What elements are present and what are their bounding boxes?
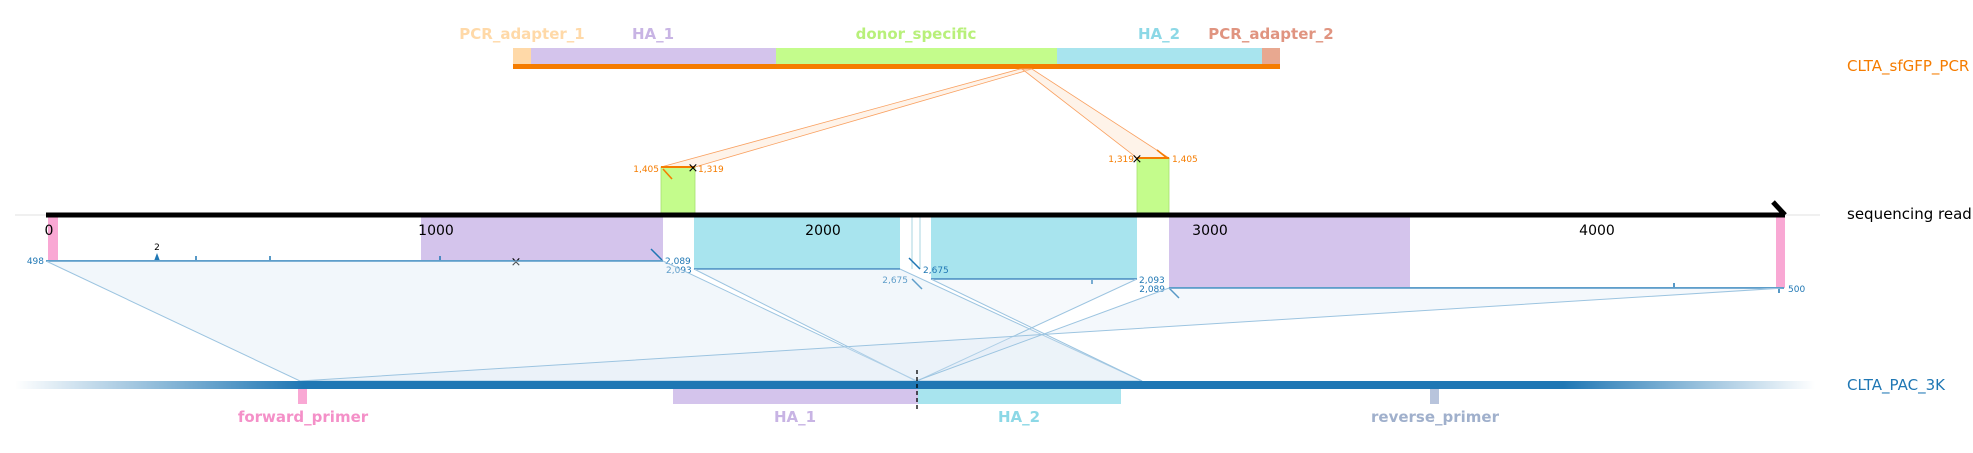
ha-2-box [1057, 48, 1262, 65]
pcr-adapter-1-box [513, 48, 531, 65]
reverse-primer-label: reverse_primer [1371, 408, 1500, 426]
ha-2-label: HA_2 [1138, 25, 1180, 43]
top-track: PCR_adapter_1 HA_1 donor_specific HA_2 P… [459, 25, 1969, 76]
bottom-track: forward_primer HA_1 HA_2 reverse_primer … [15, 370, 1946, 426]
ha-1-box [531, 48, 776, 65]
read-track-name: sequencing read [1847, 205, 1972, 223]
read-seg1-label-b: 2,093 [666, 266, 692, 276]
bottom-forward-primer-box [298, 389, 307, 404]
left-insert-block [660, 166, 696, 214]
tick-2000: 2000 [805, 223, 841, 239]
read-forward-primer-box [48, 217, 58, 261]
bottom-reverse-primer-box [1430, 389, 1439, 404]
bottom-connections [45, 260, 1785, 382]
cross-marker-right: × [1132, 152, 1143, 167]
bottom-track-line [15, 381, 1815, 389]
left-junction-label-a: 1,405 [633, 165, 659, 175]
top-track-line [513, 64, 1280, 69]
read-peak-label: 2 [154, 243, 160, 253]
bottom-track-name: CLTA_PAC_3K [1847, 376, 1946, 395]
pcr-adapter-2-box [1262, 48, 1280, 65]
tick-1000: 1000 [418, 223, 454, 239]
left-junction-label-b: 1,319 [698, 165, 724, 175]
cross-marker-left: × [688, 161, 699, 176]
pcr-adapter-1-label: PCR_adapter_1 [459, 25, 584, 43]
pcr-adapter-2-label: PCR_adapter_2 [1208, 25, 1333, 43]
tick-3000: 3000 [1192, 223, 1228, 239]
bottom-ha-2-label: HA_2 [998, 408, 1040, 426]
read-seg2-label-a: 2,675 [882, 276, 908, 286]
read-ha-2-box-b [931, 217, 1137, 279]
right-junction-label-b: 1,405 [1172, 155, 1198, 165]
read-seg3-label-a: 2,093 [1139, 276, 1165, 286]
read-seg3-label-b: 2,089 [1139, 285, 1165, 295]
bottom-ha-1-box [673, 389, 918, 404]
top-connections: × 1,405 1,319 × 1,319 1,405 [633, 68, 1198, 214]
read-start-label: 498 [27, 257, 44, 267]
bottom-ha-2-box [918, 389, 1121, 404]
right-junction-label-a: 1,319 [1108, 155, 1134, 165]
cross-marker-read: × [511, 255, 522, 270]
ha-1-label: HA_1 [632, 25, 674, 43]
read-seg1-label-a: 2,089 [665, 257, 691, 267]
bottom-ha-1-label: HA_1 [774, 408, 816, 426]
donor-specific-label: donor_specific [856, 25, 977, 43]
read-seg2-label-b: 2,675 [923, 266, 949, 276]
forward-primer-label: forward_primer [238, 408, 369, 426]
read-ha-2-box-a [694, 217, 900, 269]
read-ha-1-box [421, 217, 663, 261]
read-ha-1-box-b [1169, 217, 1410, 288]
donor-specific-box [776, 48, 1057, 65]
tick-0: 0 [45, 223, 54, 239]
read-end-label: 500 [1788, 285, 1805, 295]
read-reverse-primer-box [1776, 217, 1785, 288]
tick-4000: 4000 [1579, 223, 1615, 239]
read-track: 0 1000 2000 3000 4000 sequencing read [15, 200, 1972, 288]
top-track-name: CLTA_sfGFP_PCR [1847, 57, 1969, 76]
